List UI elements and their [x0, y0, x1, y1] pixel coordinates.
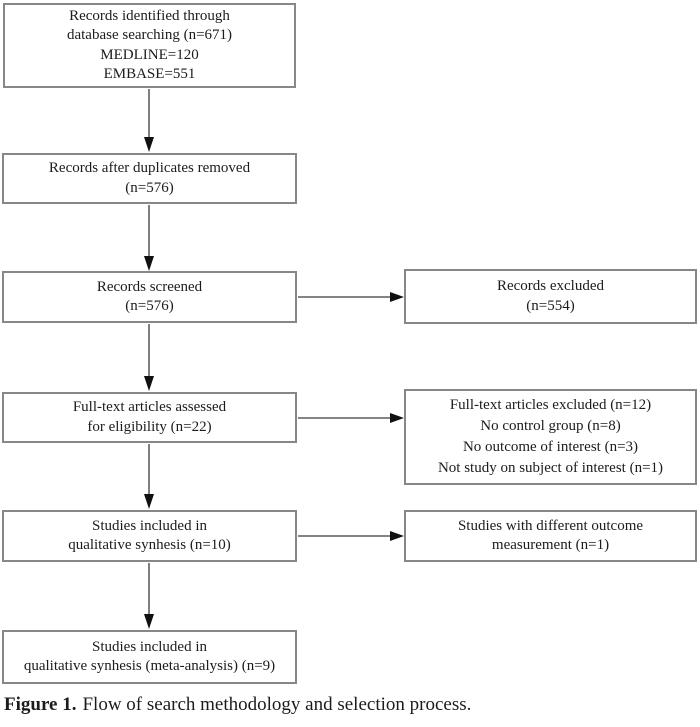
arrow-fulltext-to-fulltext-excluded [298, 413, 404, 423]
node-different-outcome: Studies with different outcome measureme… [404, 510, 697, 562]
node-qualitative-synthesis: Studies included in qualitative synhesis… [2, 510, 297, 562]
figure-caption: Figure 1.Flow of search methodology and … [4, 692, 471, 718]
text-line: (n=576) [125, 298, 174, 314]
text-line: Studies with different outcome [457, 517, 644, 534]
text-line: Records after duplicates removed [48, 160, 251, 176]
node-meta-analysis: Studies included in qualitative synhesis… [2, 630, 297, 684]
text-line: measurement (n=1) [491, 537, 610, 553]
text-line: Records excluded [496, 278, 605, 294]
figure-caption-text: Flow of search methodology and selection… [82, 694, 472, 715]
text-line: for eligibility (n=22) [87, 418, 212, 435]
node-records-identified: Records identified through database sear… [3, 3, 296, 88]
text-line: (n=576) [125, 179, 174, 196]
text-line: MEDLINE=120 [100, 46, 199, 63]
text-line: qualitative synhesis (n=10) [68, 537, 231, 553]
text-line: database searching (n=671) [66, 27, 233, 43]
text-line: Records identified through [69, 7, 230, 24]
text-line: No outcome of interest (n=3) [462, 439, 639, 455]
arrow-deduplicated-to-screened [144, 205, 154, 271]
arrow-screened-to-records-excluded [298, 292, 404, 302]
arrow-screened-to-fulltext [144, 324, 154, 391]
text-line: No control group (n=8) [480, 418, 621, 434]
text-line: (n=554) [526, 297, 575, 314]
text-line: EMBASE=551 [103, 66, 196, 82]
arrow-qualitative-to-different-outcome [298, 531, 404, 541]
text-line: qualitative synhesis (meta-analysis) (n=… [23, 658, 276, 674]
arrow-identified-to-deduplicated [144, 89, 154, 152]
node-fulltext-excluded: Full-text articles excluded (n=12) No co… [404, 389, 697, 485]
text-line: Full-text articles excluded (n=12) [449, 397, 652, 413]
arrow-fulltext-to-qualitative [144, 444, 154, 509]
node-fulltext-assessed: Full-text articles assessed for eligibil… [2, 392, 297, 443]
node-records-screened: Records screened (n=576) [2, 271, 297, 323]
arrow-qualitative-to-meta [144, 563, 154, 629]
text-line: Not study on subject of interest (n=1) [437, 460, 664, 476]
text-line: Studies included in [92, 638, 207, 655]
text-line: Studies included in [92, 517, 207, 534]
node-records-excluded: Records excluded (n=554) [404, 269, 697, 324]
text-line: Records screened [96, 278, 203, 295]
text-line: Full-text articles assessed [72, 399, 227, 415]
node-duplicates-removed: Records after duplicates removed (n=576) [2, 153, 297, 204]
figure-caption-label: Figure 1. [4, 694, 77, 715]
